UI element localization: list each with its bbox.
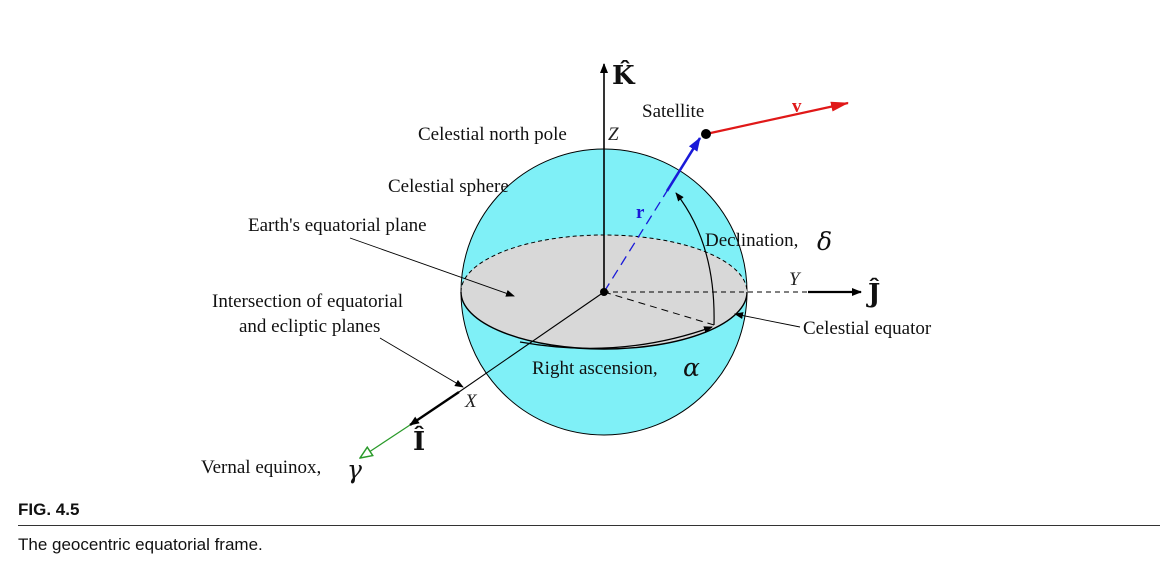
right-ascension-symbol: α xyxy=(683,353,700,382)
declination-symbol: δ xyxy=(817,227,832,256)
figure-number: FIG. 4.5 xyxy=(18,500,80,519)
j-hat-label: Ĵ xyxy=(866,277,880,309)
z-axis-label: Z xyxy=(608,124,619,145)
y-axis-label: Y xyxy=(789,269,802,290)
vernal-equinox-symbol: γ xyxy=(347,455,362,484)
celestial-equator-leader xyxy=(734,312,801,328)
vernal-equinox-label: Vernal equinox, xyxy=(201,457,321,478)
r-vector-arrow xyxy=(665,137,702,192)
earths-equatorial-plane-label: Earth's equatorial plane xyxy=(248,215,427,236)
declination-label: Declination, xyxy=(705,230,798,251)
v-vector-label: v xyxy=(792,96,802,117)
i-hat-label: Î xyxy=(413,425,425,457)
declination-arc xyxy=(675,192,715,326)
v-vector-arrow xyxy=(705,101,849,136)
intersection-label-line2: and ecliptic planes xyxy=(239,316,380,337)
geocentric-equatorial-frame-diagram: K̂ Z Ĵ Y Î X Celestial north pole Celest… xyxy=(201,60,932,484)
equatorial-plane-leader xyxy=(349,237,515,297)
vernal-equinox-arrow xyxy=(360,424,411,458)
intersection-label-line1: Intersection of equatorial xyxy=(212,291,403,312)
k-hat-label: K̂ xyxy=(612,60,636,91)
r-vector-label: r xyxy=(636,202,645,223)
intersection-leader xyxy=(379,337,464,388)
satellite-point xyxy=(701,129,711,139)
x-axis xyxy=(458,291,605,393)
celestial-north-pole-label: Celestial north pole xyxy=(418,124,567,145)
right-ascension-label: Right ascension, xyxy=(532,358,658,379)
r-vector-dashed xyxy=(603,190,668,293)
figure-caption: The geocentric equatorial frame. xyxy=(18,535,263,554)
right-ascension-arc xyxy=(519,326,713,349)
caption-divider xyxy=(18,525,1160,526)
satellite-label: Satellite xyxy=(642,101,704,122)
celestial-equator-label: Celestial equator xyxy=(803,318,932,339)
x-axis-label: X xyxy=(464,391,478,412)
i-hat-arrow xyxy=(409,391,460,426)
celestial-equator xyxy=(460,291,748,350)
celestial-sphere-label: Celestial sphere xyxy=(388,176,509,197)
origin-point xyxy=(600,288,608,296)
